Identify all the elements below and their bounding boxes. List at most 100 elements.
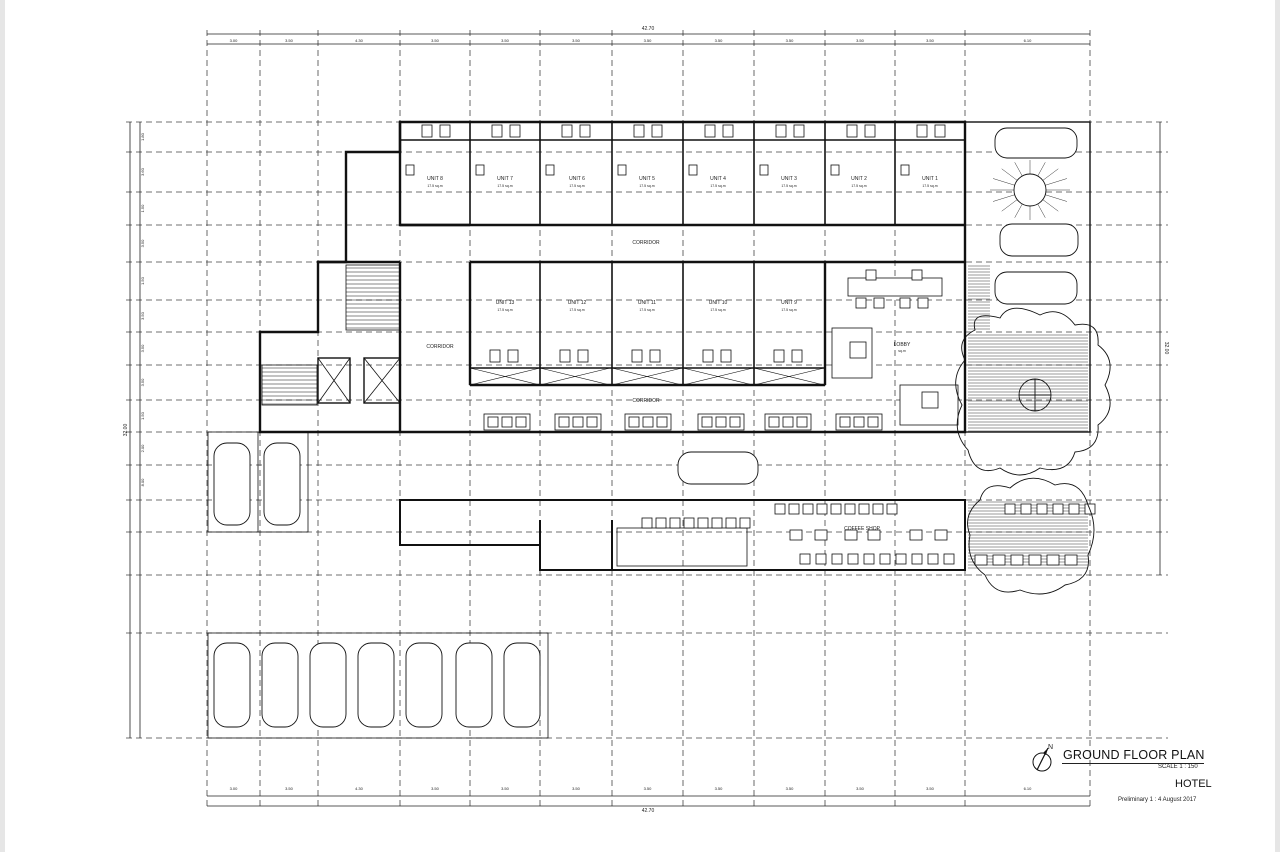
dim-label-bottom: 4.30 xyxy=(355,786,364,791)
coffee-table-icon xyxy=(774,503,786,515)
coffee-table-icon xyxy=(844,529,858,541)
unit-name-label: UNIT 4 xyxy=(710,176,726,182)
dim-label-top: 3.50 xyxy=(644,38,653,43)
unit-area-label: 17.5 sq.m xyxy=(497,184,512,188)
unit-area-label: 17.5 sq.m xyxy=(710,308,725,312)
coffee-table-icon xyxy=(992,554,1006,566)
dim-label-bottom: 6.10 xyxy=(1024,786,1033,791)
sink-icon xyxy=(720,349,732,363)
sink-icon xyxy=(579,124,591,138)
coffee-table-icon xyxy=(1028,554,1042,566)
parked-cars xyxy=(213,442,541,728)
seat-icon xyxy=(642,416,654,428)
sink-icon xyxy=(577,349,589,363)
toilet-icon xyxy=(633,124,645,138)
wardrobe-icon xyxy=(405,164,415,176)
car-icon xyxy=(261,642,299,728)
north-label: N xyxy=(1048,744,1053,751)
coffee-table-icon xyxy=(844,503,856,515)
driveway-car xyxy=(677,451,759,485)
stairs xyxy=(261,264,401,406)
sink-icon xyxy=(722,124,734,138)
dim-label-top: 4.30 xyxy=(355,38,364,43)
toilet-icon xyxy=(561,124,573,138)
dim-label-left: 3.50 xyxy=(140,311,145,320)
coffee-table-icon xyxy=(879,553,891,565)
unit-area-label: 17.5 sq.m xyxy=(710,184,725,188)
toilet-icon xyxy=(631,349,643,363)
seat-icon xyxy=(867,416,879,428)
unit-area-label: 17.5 sq.m xyxy=(569,184,584,188)
wardrobe-icon xyxy=(830,164,840,176)
dim-label-top: 3.50 xyxy=(926,38,935,43)
coffee-table-icon xyxy=(858,503,870,515)
toilet-icon xyxy=(421,124,433,138)
coffee-table-icon xyxy=(683,517,695,529)
coffee-table-icon xyxy=(886,503,898,515)
car-icon xyxy=(263,442,301,526)
sink-icon xyxy=(507,349,519,363)
balcony-hatch-line xyxy=(753,367,825,386)
sheet-right-margin xyxy=(1275,0,1280,852)
sink-icon xyxy=(439,124,451,138)
dim-label-top: 3.50 xyxy=(786,38,795,43)
car-icon xyxy=(213,642,251,728)
seat-icon xyxy=(853,416,865,428)
corridor-seating xyxy=(483,413,883,431)
dim-label-top: 3.50 xyxy=(501,38,510,43)
sink-icon xyxy=(649,349,661,363)
coffee-table-icon xyxy=(895,553,907,565)
unit-name-label: UNIT 1 xyxy=(922,176,938,182)
sink-icon xyxy=(864,124,876,138)
seat-icon xyxy=(768,416,780,428)
coffee-table-icon xyxy=(831,553,843,565)
unit-area-label: 17.5 sq.m xyxy=(851,184,866,188)
coffee-shop-walls xyxy=(399,499,966,571)
balcony-hatch-line xyxy=(539,367,611,386)
dim-label-bottom: 3.50 xyxy=(285,786,294,791)
dim-label-left: 3.60 xyxy=(140,167,145,176)
dim-overall-left: 32.00 xyxy=(123,424,129,437)
toilet-icon xyxy=(704,124,716,138)
sink-icon xyxy=(509,124,521,138)
coffee-table-icon xyxy=(1068,503,1080,515)
bathroom-fixtures xyxy=(405,124,946,363)
lobby-furniture xyxy=(831,269,959,426)
unit-name-label: UNIT 7 xyxy=(497,176,513,182)
coffee-table-icon xyxy=(669,517,681,529)
unit-area-label: 17.5 sq.m xyxy=(569,308,584,312)
unit-area-label: 17.5 sq.m xyxy=(781,184,796,188)
car-icon xyxy=(309,642,347,728)
unit-area-label: 17.5 sq.m xyxy=(639,308,654,312)
seat-icon xyxy=(558,416,570,428)
toilet-icon xyxy=(489,349,501,363)
drawing-subtitle: HOTEL xyxy=(1175,778,1212,790)
seat-icon xyxy=(729,416,741,428)
dimension-lines xyxy=(129,33,1161,807)
seat-icon xyxy=(701,416,713,428)
coffee-table-icon xyxy=(934,529,948,541)
dim-overall-top: 42.70 xyxy=(642,26,655,32)
dim-label-left: 8.00 xyxy=(140,478,145,487)
toilet-icon xyxy=(916,124,928,138)
coffee-table-icon xyxy=(1010,554,1024,566)
coffee-table-icon xyxy=(788,503,800,515)
coffee-table-icon xyxy=(927,553,939,565)
seat-icon xyxy=(586,416,598,428)
wardrobe-icon xyxy=(475,164,485,176)
dim-label-bottom: 3.50 xyxy=(926,786,935,791)
seat-icon xyxy=(796,416,808,428)
seat-icon xyxy=(515,416,527,428)
dim-label-bottom: 3.50 xyxy=(431,786,440,791)
coffee-table-icon xyxy=(789,529,803,541)
balcony-hatch-line xyxy=(682,367,754,386)
coffee-table-icon xyxy=(1046,554,1060,566)
corridor-left-label: CORRIDOR xyxy=(426,344,454,350)
unit-name-label: UNIT 12 xyxy=(568,300,587,306)
car-icon xyxy=(405,642,443,728)
unit-name-label: UNIT 2 xyxy=(851,176,867,182)
carport-hatch xyxy=(964,121,1091,433)
